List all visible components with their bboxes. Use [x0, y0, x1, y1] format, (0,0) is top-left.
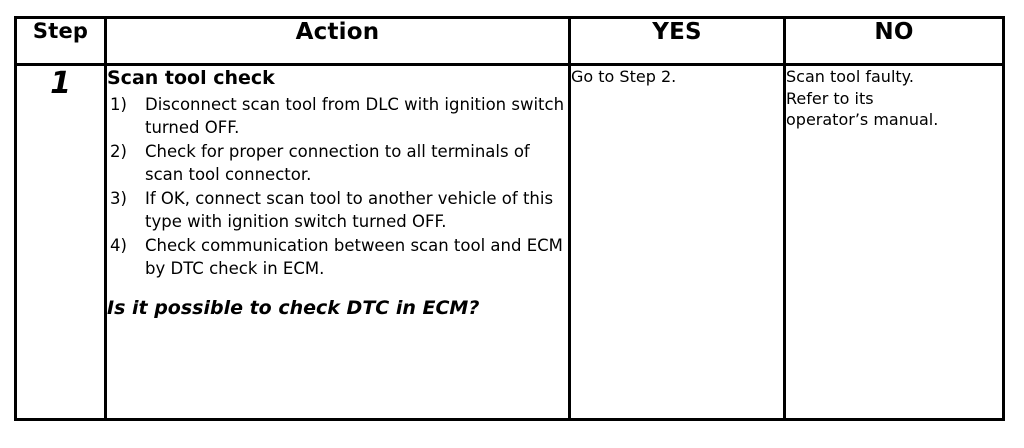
list-item-marker: 3) — [110, 189, 127, 208]
table-header-row: Step Action YES NO — [14, 16, 1005, 66]
list-item-marker: 4) — [110, 236, 127, 255]
action-step-list: 1) Disconnect scan tool from DLC with ig… — [107, 94, 568, 280]
action-title: Scan tool check — [107, 67, 275, 89]
column-header-no: NO — [783, 16, 1005, 66]
no-result-cell: Scan tool faulty. Refer to its operator’… — [783, 63, 1005, 421]
yes-result-cell: Go to Step 2. — [568, 63, 786, 421]
diagnostic-flowchart-table: Step Action YES NO 1 Scan tool check 1) … — [14, 16, 1005, 421]
column-header-yes: YES — [568, 16, 786, 66]
no-result-line: Scan tool faulty. — [786, 67, 914, 86]
list-item-text: Disconnect scan tool from DLC with ignit… — [145, 95, 565, 137]
action-question: Is it possible to check DTC in ECM? — [107, 297, 480, 319]
step-number-cell: 1 — [14, 63, 107, 421]
table-row: 1 Scan tool check 1) Disconnect scan too… — [14, 63, 1005, 421]
list-item: 1) Disconnect scan tool from DLC with ig… — [107, 94, 568, 139]
action-cell: Scan tool check 1) Disconnect scan tool … — [104, 63, 571, 421]
list-item-text: Check for proper connection to all termi… — [145, 142, 530, 184]
list-item: 2) Check for proper connection to all te… — [107, 141, 568, 186]
yes-result-line: Go to Step 2. — [571, 67, 677, 86]
list-item-text: Check communication between scan tool an… — [145, 236, 563, 278]
no-result-line: operator’s manual. — [786, 110, 939, 129]
list-item-text: If OK, connect scan tool to another vehi… — [145, 189, 554, 231]
list-item-marker: 1) — [110, 95, 127, 114]
list-item: 3) If OK, connect scan tool to another v… — [107, 188, 568, 233]
column-header-step: Step — [14, 16, 107, 66]
list-item: 4) Check communication between scan tool… — [107, 235, 568, 280]
no-result-line: Refer to its — [786, 88, 874, 108]
column-header-action: Action — [104, 16, 571, 66]
list-item-marker: 2) — [110, 142, 127, 161]
